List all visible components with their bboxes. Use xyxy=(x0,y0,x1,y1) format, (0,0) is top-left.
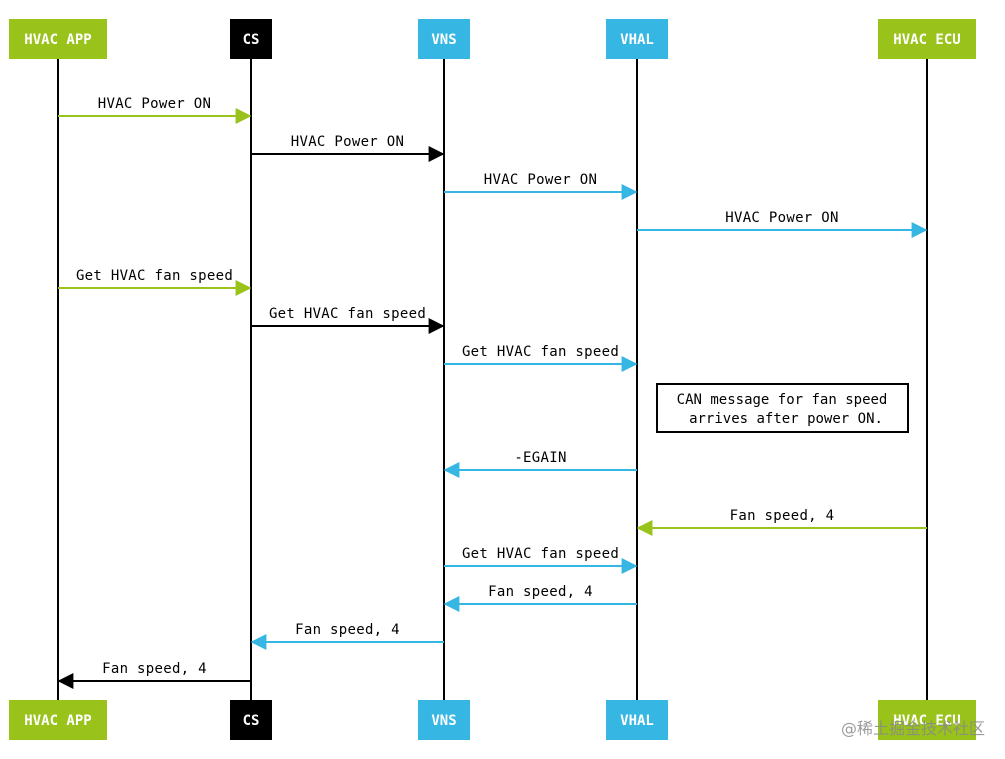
note-line-2: arrives after power ON. xyxy=(689,411,883,427)
message-label-5: Get HVAC fan speed xyxy=(76,268,233,284)
participant-label-ecu-bottom: HVAC ECU xyxy=(893,713,960,729)
message-label-4: HVAC Power ON xyxy=(725,210,838,226)
message-label-3: HVAC Power ON xyxy=(484,172,597,188)
watermark-text: @稀土掘金技术社区 xyxy=(841,719,985,738)
participant-box-app-top xyxy=(9,19,107,59)
participants-top: HVAC APP CS VNS VHAL HVAC ECU xyxy=(9,19,976,59)
participant-label-vhal-top: VHAL xyxy=(620,32,654,48)
participants-bottom: HVAC APP CS VNS VHAL HVAC ECU xyxy=(9,700,976,740)
note-box xyxy=(656,383,909,433)
participant-label-vns-top: VNS xyxy=(431,32,456,48)
participant-box-vns-bottom xyxy=(418,700,470,740)
participant-box-ecu-bottom xyxy=(878,700,976,740)
message-label-10: Get HVAC fan speed xyxy=(462,546,619,562)
note: CAN message for fan speed arrives after … xyxy=(656,383,909,433)
participant-label-app-bottom: HVAC APP xyxy=(24,713,91,729)
participant-box-cs-top xyxy=(230,19,272,59)
participant-label-cs-top: CS xyxy=(243,32,260,48)
participant-box-ecu-top xyxy=(878,19,976,59)
message-label-8: -EGAIN xyxy=(514,450,566,466)
participant-label-cs-bottom: CS xyxy=(243,713,260,729)
lifelines xyxy=(57,59,928,700)
participant-label-ecu-top: HVAC ECU xyxy=(893,32,960,48)
messages: HVAC Power ON HVAC Power ON HVAC Power ON H… xyxy=(57,96,928,689)
participant-box-vhal-bottom xyxy=(606,700,668,740)
message-label-1: HVAC Power ON xyxy=(98,96,211,112)
participant-label-vhal-bottom: VHAL xyxy=(620,713,654,729)
participant-label-app-top: HVAC APP xyxy=(24,32,91,48)
message-label-7: Get HVAC fan speed xyxy=(462,344,619,360)
message-label-6: Get HVAC fan speed xyxy=(269,306,426,322)
message-label-12: Fan speed, 4 xyxy=(295,622,400,638)
message-label-9: Fan speed, 4 xyxy=(730,508,835,524)
note-line-1: CAN message for fan speed xyxy=(677,392,888,408)
participant-box-cs-bottom xyxy=(230,700,272,740)
participant-box-vhal-top xyxy=(606,19,668,59)
participant-box-vns-top xyxy=(418,19,470,59)
participant-label-vns-bottom: VNS xyxy=(431,713,456,729)
participant-box-app-bottom xyxy=(9,700,107,740)
message-label-11: Fan speed, 4 xyxy=(488,584,593,600)
message-label-13: Fan speed, 4 xyxy=(102,661,207,677)
message-label-2: HVAC Power ON xyxy=(291,134,404,150)
